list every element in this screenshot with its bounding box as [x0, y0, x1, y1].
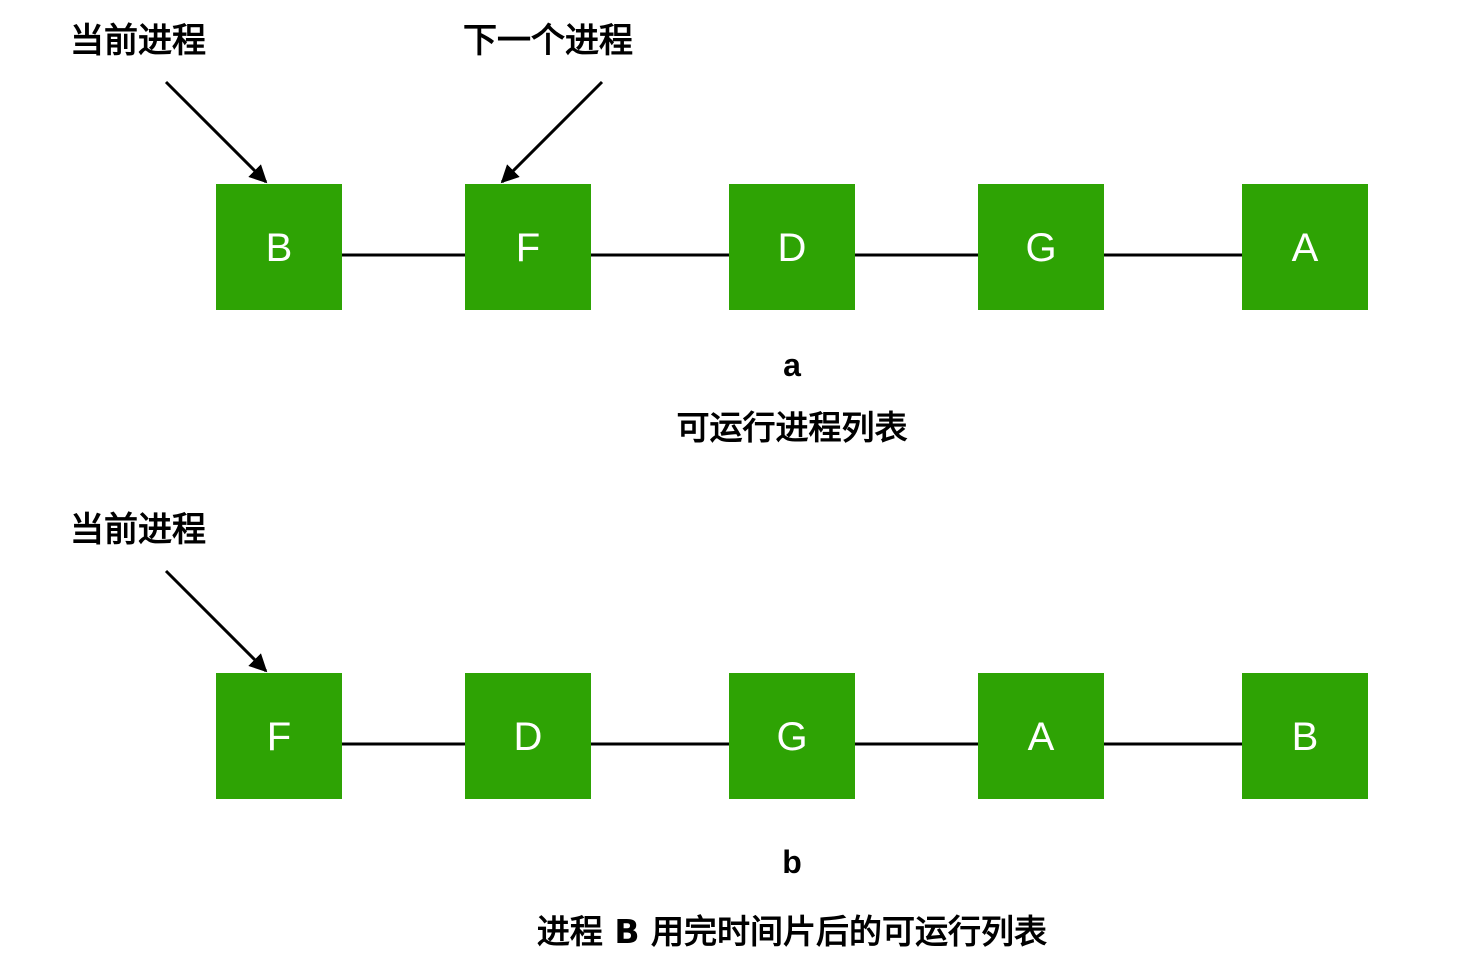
process-node: F — [216, 673, 342, 799]
next-process-arrow-a — [500, 80, 604, 184]
process-node-label: D — [514, 715, 543, 759]
process-node-label: F — [516, 226, 540, 270]
panel-b-caption: 进程 B 用完时间片后的可运行列表 — [537, 912, 1047, 951]
process-node: D — [465, 673, 591, 799]
process-node: B — [1242, 673, 1368, 799]
process-node: D — [729, 184, 855, 310]
next-process-label-a: 下一个进程 — [463, 21, 633, 61]
process-node: B — [216, 184, 342, 310]
process-node-label: B — [266, 226, 293, 270]
panel-a-letter: a — [783, 347, 801, 383]
process-node-label: A — [1028, 715, 1055, 759]
process-node: G — [978, 184, 1104, 310]
current-process-label-b: 当前进程 — [70, 510, 206, 550]
current-process-arrow-b — [164, 569, 268, 673]
panel-a-caption: 可运行进程列表 — [677, 408, 908, 447]
process-node: F — [465, 184, 591, 310]
panel-a: 当前进程 下一个进程 B F D G A a 可运行进程列表 — [70, 21, 1368, 447]
process-node-label: G — [1025, 226, 1056, 270]
process-node-label: A — [1292, 226, 1319, 270]
current-process-label-a: 当前进程 — [70, 21, 206, 61]
process-node: A — [978, 673, 1104, 799]
process-node: G — [729, 673, 855, 799]
panel-b-letter: b — [782, 844, 802, 880]
process-node-label: D — [778, 226, 807, 270]
current-process-arrow-a — [164, 80, 268, 184]
process-node-label: B — [1292, 715, 1319, 759]
panel-b: 当前进程 F D G A B b 进程 B 用完时间片后的可运行列表 — [70, 510, 1368, 951]
process-node: A — [1242, 184, 1368, 310]
process-node-label: G — [776, 715, 807, 759]
process-node-label: F — [267, 715, 291, 759]
